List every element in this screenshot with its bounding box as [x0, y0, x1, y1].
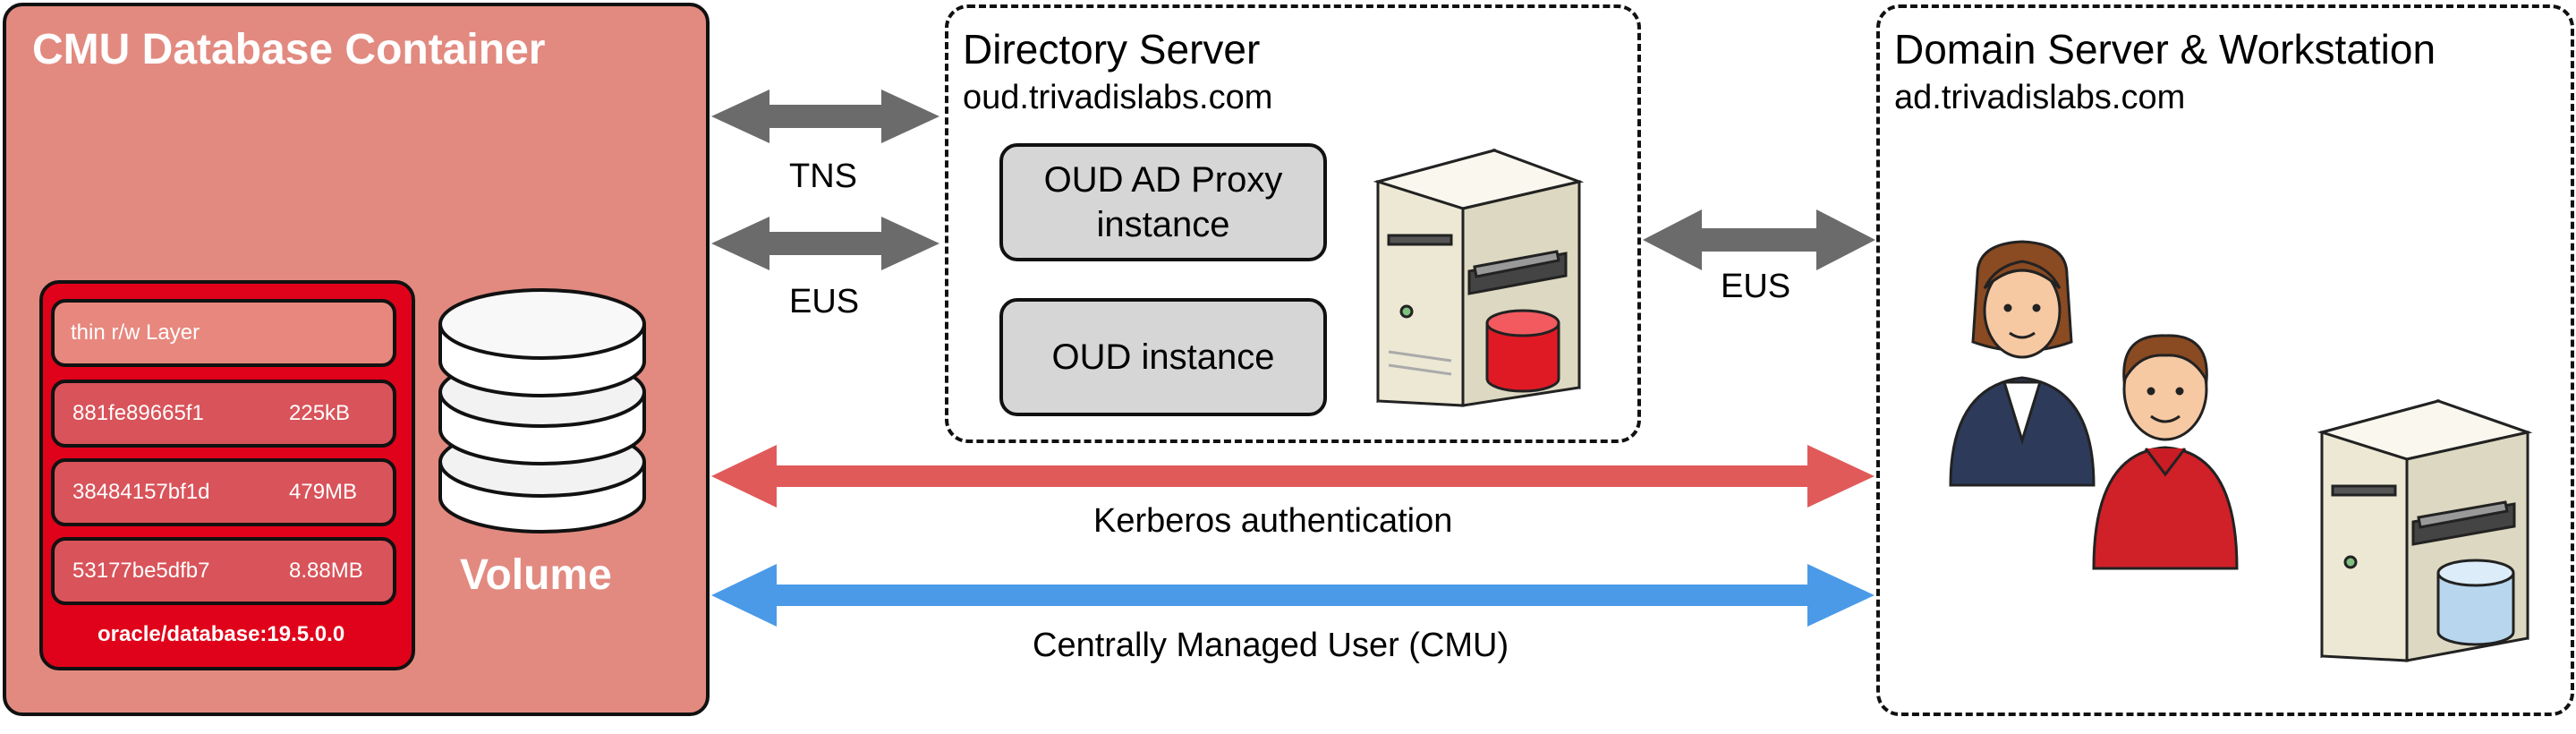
database-volume-icon [438, 288, 646, 533]
layer-label: thin r/w Layer [71, 320, 200, 345]
eus-right-arrow [1643, 209, 1875, 270]
eus-left-label: EUS [789, 283, 860, 320]
container-title: CMU Database Container [32, 26, 546, 73]
volume-label: Volume [460, 551, 612, 599]
image-tag: oracle/database:19.5.0.0 [98, 622, 345, 646]
domain-server-box [1876, 4, 2574, 716]
image-layer: 38484157bf1d 479MB [51, 458, 396, 526]
user-man-icon [2092, 334, 2239, 570]
kerberos-label: Kerberos authentication [1093, 502, 1453, 540]
layer-size: 225kB [289, 401, 351, 425]
cmu-label: Centrally Managed User (CMU) [1033, 627, 1509, 664]
domain-server-title: Domain Server & Workstation [1894, 26, 2436, 73]
layer-id: 38484157bf1d [72, 480, 210, 504]
layer-id: 881fe89665f1 [72, 401, 204, 425]
eus-left-arrow [711, 217, 939, 270]
image-layer: 53177be5dfb7 8.88MB [51, 537, 396, 605]
eus-right-label: EUS [1721, 268, 1791, 305]
layer-size: 8.88MB [289, 559, 363, 583]
tns-label: TNS [789, 158, 857, 195]
server-icon [1373, 148, 1585, 407]
oud-ad-proxy-instance: OUD AD Proxy instance [999, 143, 1327, 261]
thin-rw-layer: thin r/w Layer [51, 299, 396, 367]
domain-server-host: ad.trivadislabs.com [1894, 79, 2186, 116]
oud-instance: OUD instance [999, 298, 1327, 416]
kerberos-arrow [711, 445, 1875, 508]
tns-arrow [711, 90, 939, 143]
layer-id: 53177be5dfb7 [72, 559, 210, 583]
cmu-arrow [711, 564, 1875, 627]
directory-server-title: Directory Server [963, 26, 1261, 73]
layer-size: 479MB [289, 480, 358, 504]
directory-server-host: oud.trivadislabs.com [963, 79, 1273, 116]
directory-server-box [945, 4, 1641, 443]
user-woman-icon [1949, 240, 2096, 487]
image-layer: 881fe89665f1 225kB [51, 380, 396, 448]
server-icon [2317, 398, 2533, 662]
